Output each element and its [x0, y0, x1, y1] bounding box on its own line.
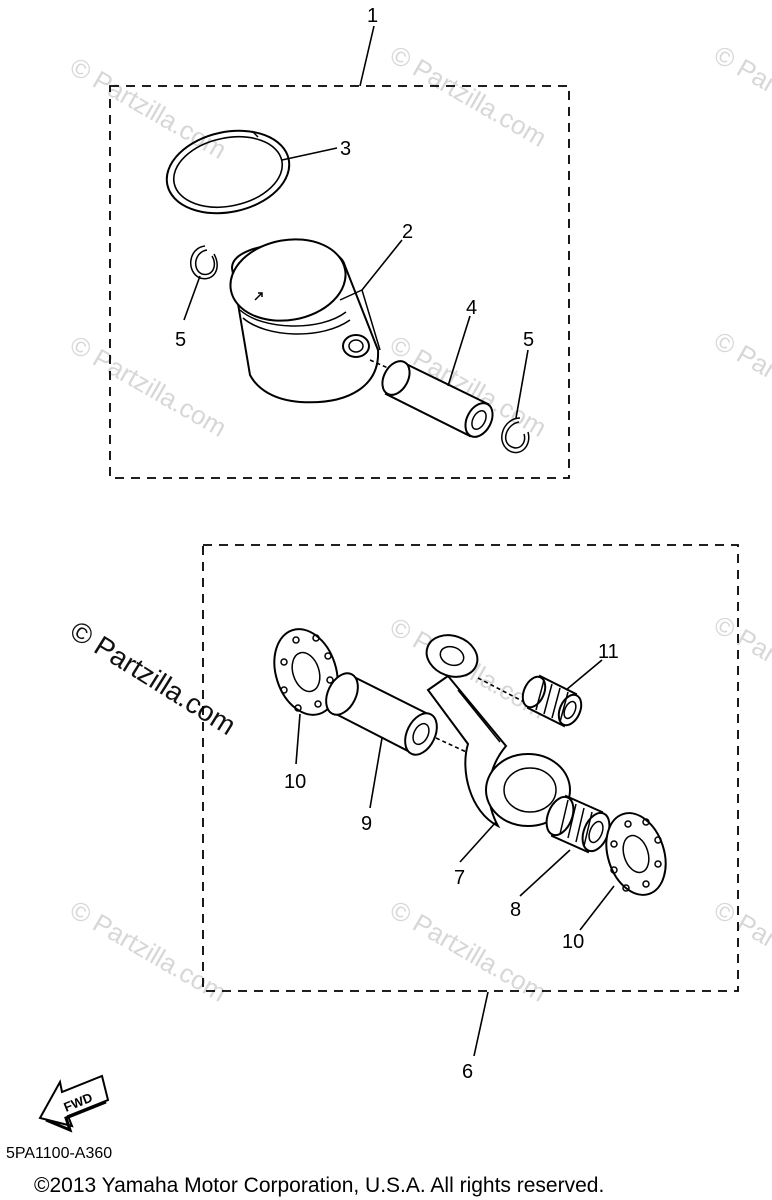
callout-3: 3 [340, 138, 351, 160]
fwd-arrow-icon: FWD [38, 1074, 110, 1133]
callout-numbers: 1 2 3 4 5 5 6 7 8 9 10 10 11 [175, 5, 619, 1083]
thrust-washer-left-part [273, 628, 339, 716]
copyright-notice: ©2013 Yamaha Motor Corporation, U.S.A. A… [34, 1174, 604, 1197]
connecting-rod-part [425, 634, 571, 829]
callout-6: 6 [462, 1061, 473, 1083]
callout-4: 4 [466, 297, 477, 319]
callout-10-right: 10 [562, 931, 584, 953]
piston-part [229, 238, 381, 404]
small-end-bearing-part [521, 674, 583, 728]
watermark-text: © Partzilla.com [385, 39, 552, 153]
crank-pin-part [325, 672, 489, 763]
thrust-washer-right-part [605, 812, 667, 896]
watermark-text: © Partzilla.com [65, 329, 232, 443]
watermark-text-dark: © Partzilla.com [65, 615, 241, 741]
callout-5-left: 5 [175, 329, 186, 351]
callout-11: 11 [598, 641, 619, 663]
crankshaft-kit-box [202, 544, 739, 992]
watermark-text: © Partzilla.com [709, 609, 772, 723]
leader-lines [183, 25, 615, 1057]
callout-1: 1 [367, 5, 378, 27]
watermark-text: © Partzilla.com [709, 325, 772, 439]
callout-8: 8 [510, 899, 521, 921]
big-end-bearing-part [545, 794, 611, 854]
callout-9: 9 [361, 813, 372, 835]
callout-5-right: 5 [523, 329, 534, 351]
circlip-left-part [190, 245, 218, 280]
callout-2: 2 [402, 221, 413, 243]
callout-10-left: 10 [284, 771, 306, 793]
circlip-right-part [501, 417, 530, 454]
diagram-code: 5PA1100-A360 [6, 1145, 112, 1162]
callout-7: 7 [454, 867, 465, 889]
piston-pin-part [369, 359, 494, 438]
piston-kit-box [109, 85, 570, 479]
watermark-text: © Partzilla.com [709, 39, 772, 153]
watermark-text: © Partzilla.com [65, 51, 232, 165]
